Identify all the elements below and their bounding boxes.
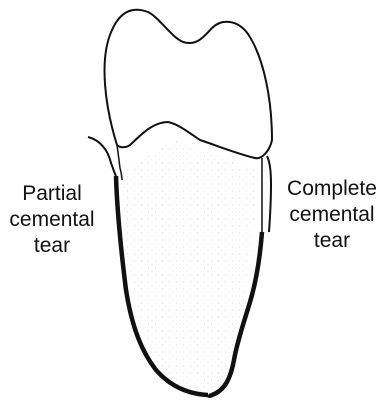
partial-label-line1: Partial [4,181,100,207]
crown-outline [105,10,272,159]
partial-cemental-tear-label: Partial cemental tear [4,181,100,259]
partial-label-line2: cemental [4,207,100,233]
complete-tear-fragment [267,156,271,232]
root-stipple [120,140,258,395]
partial-tear-flap [88,137,116,176]
complete-label-line2: cemental [282,202,382,228]
complete-label-line1: Complete [282,176,382,202]
complete-label-line3: tear [282,228,382,254]
left-root-surface-thin [117,145,122,180]
complete-cemental-tear-label: Complete cemental tear [282,176,382,254]
partial-label-line3: tear [4,233,100,259]
